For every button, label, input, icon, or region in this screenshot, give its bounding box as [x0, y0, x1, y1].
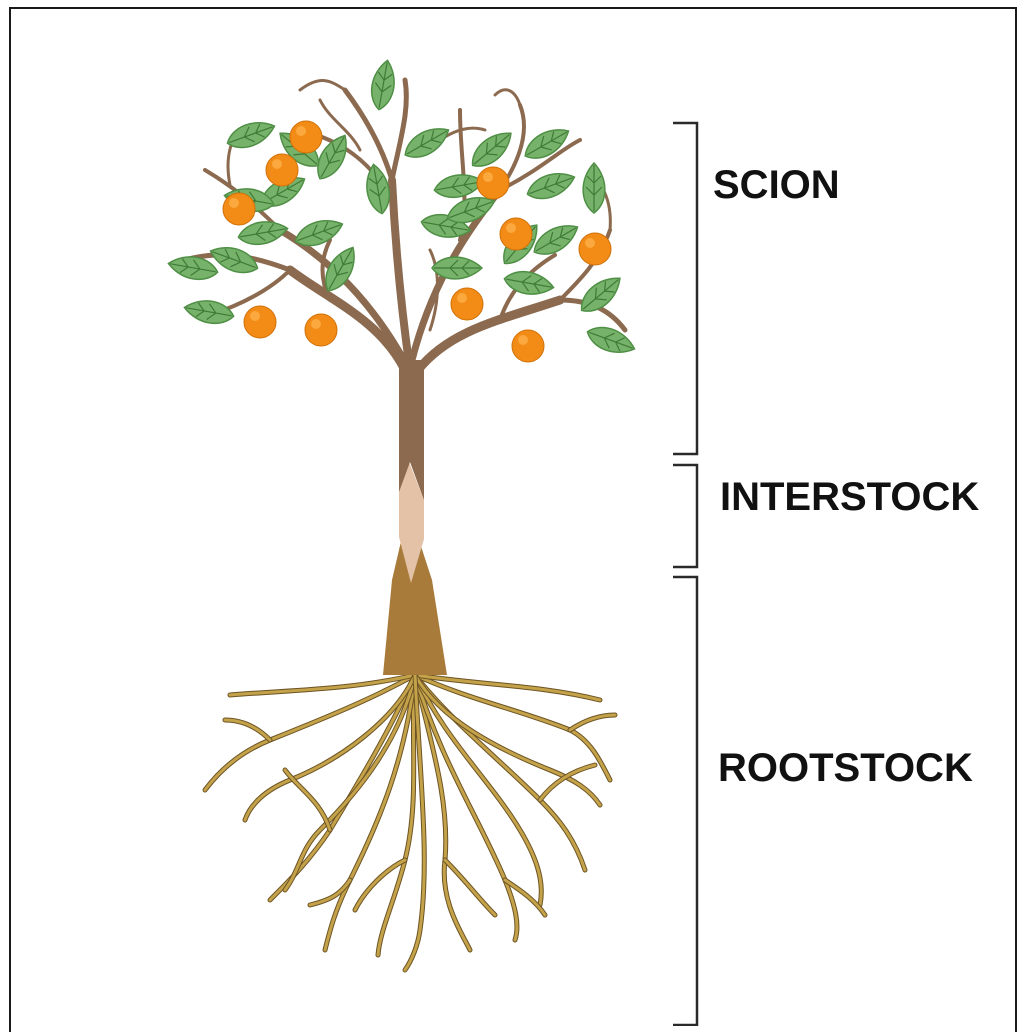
orange-fruit-icon — [290, 121, 322, 153]
orange-fruit-icon — [223, 193, 255, 225]
leaf-icon — [224, 116, 278, 154]
root-outline — [245, 675, 415, 820]
leaf-icon — [584, 322, 638, 360]
roots-icon — [205, 675, 615, 970]
leaf-icon — [520, 122, 574, 166]
scion-label: SCION — [713, 163, 840, 207]
leaf-icon — [183, 297, 236, 327]
leaf-icon — [368, 59, 398, 112]
root-outline — [415, 675, 517, 940]
root — [245, 675, 415, 820]
interstock-label: INTERSTOCK — [720, 475, 979, 519]
orange-fruit-icon — [451, 288, 483, 320]
leaf-icon — [583, 163, 605, 213]
leaf-icon — [466, 125, 518, 174]
rootstock-bracket — [673, 577, 697, 1025]
branch — [392, 80, 406, 180]
root — [285, 770, 330, 830]
scion-bracket — [673, 123, 697, 454]
rootstock-label: ROOTSTOCK — [718, 746, 973, 790]
branch — [495, 90, 520, 105]
leaf-icon — [432, 257, 482, 279]
branch — [300, 81, 345, 90]
leaf-icon — [502, 268, 555, 298]
orange-fruit-icon — [305, 314, 337, 346]
orange-fruit-icon — [244, 306, 276, 338]
orange-fruit-icon — [266, 154, 298, 186]
root — [445, 860, 495, 915]
leaf-icon — [400, 121, 454, 165]
orange-fruit-icon — [500, 218, 532, 250]
orange-fruit-icon — [512, 330, 544, 362]
root — [415, 675, 541, 905]
interstock-bracket — [673, 465, 697, 567]
orange-fruit-icon — [477, 167, 509, 199]
orange-fruit-icon — [579, 233, 611, 265]
